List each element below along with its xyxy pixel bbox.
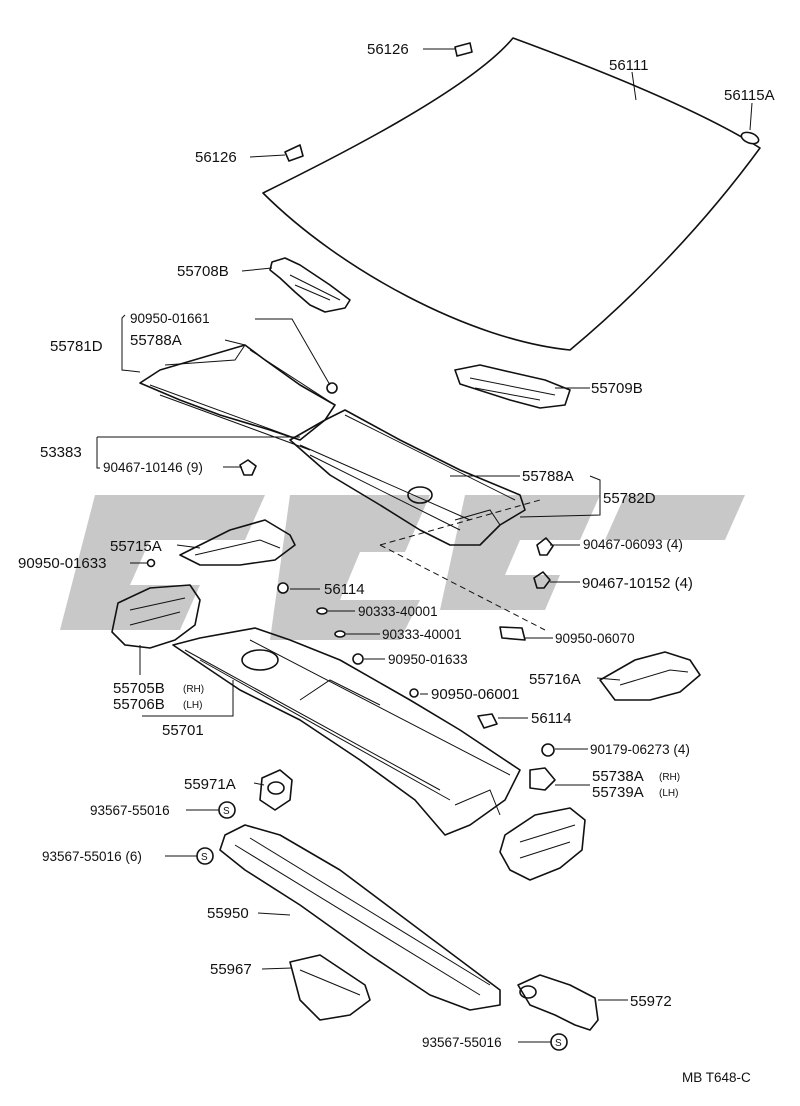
clip-symbol-93567-c: S bbox=[550, 1033, 568, 1051]
screw-90467-06093 bbox=[536, 537, 554, 556]
clip-56114-top bbox=[277, 582, 289, 594]
watermark-logo bbox=[60, 495, 745, 640]
label-55738a: 55738A bbox=[592, 768, 644, 785]
label-90467-06093: 90467-06093 (4) bbox=[583, 537, 683, 552]
clip-90950-01633-left bbox=[146, 558, 156, 568]
label-90467-10146: 90467-10146 (9) bbox=[103, 460, 203, 475]
nut-90179-06273 bbox=[541, 743, 555, 757]
windshield-glass bbox=[262, 37, 761, 351]
label-56114-mid: 56114 bbox=[531, 710, 572, 727]
screw-90467-10146 bbox=[239, 459, 257, 476]
part-labels: 56126 56111 56115A 56126 55708B 90950-01… bbox=[18, 41, 775, 1085]
cowl-side-panel-55705b bbox=[111, 584, 201, 649]
clip-90950-01661 bbox=[326, 382, 338, 394]
clip-symbol-93567-a: S bbox=[218, 801, 236, 819]
clip-56114-mid bbox=[477, 713, 498, 729]
label-55781d: 55781D bbox=[50, 338, 103, 355]
glass-stopper bbox=[740, 131, 760, 145]
label-55782d: 55782D bbox=[603, 490, 656, 507]
label-55967: 55967 bbox=[210, 961, 252, 978]
label-55788a-top: 55788A bbox=[130, 332, 182, 349]
label-55972: 55972 bbox=[630, 993, 672, 1010]
label-90950-06070: 90950-06070 bbox=[555, 631, 635, 646]
duct-55972 bbox=[517, 974, 599, 1031]
label-55706b-side: (LH) bbox=[183, 700, 202, 711]
label-55705b: 55705B bbox=[113, 680, 165, 697]
label-93567-55016-c: 93567-55016 bbox=[422, 1035, 502, 1050]
air-duct-55950 bbox=[219, 824, 501, 1011]
label-93567-55016-b: 93567-55016 (6) bbox=[42, 849, 142, 864]
cowl-louver-rh bbox=[289, 409, 526, 546]
label-55788a-mid: 55788A bbox=[522, 468, 574, 485]
label-55738a-side: (RH) bbox=[659, 772, 680, 783]
label-90950-01661: 90950-01661 bbox=[130, 311, 210, 326]
footer-code: MB T648-C bbox=[682, 1070, 751, 1085]
seal-55708b bbox=[269, 257, 351, 313]
label-55708b: 55708B bbox=[177, 263, 229, 280]
label-53383: 53383 bbox=[40, 444, 82, 461]
label-55709b: 55709B bbox=[591, 380, 643, 397]
cowl-panel-55701 bbox=[172, 627, 521, 836]
glass-spacer-top bbox=[454, 42, 473, 57]
assembly-line bbox=[379, 499, 546, 631]
clip-90950-06001 bbox=[409, 688, 419, 698]
label-55739a: 55739A bbox=[592, 784, 644, 801]
screw-90467-10152 bbox=[533, 571, 551, 589]
label-55706b: 55706B bbox=[113, 696, 165, 713]
plug-90333-40001-a bbox=[316, 607, 328, 615]
plug-90333-40001-b bbox=[334, 630, 346, 638]
svg-text:S: S bbox=[223, 806, 230, 817]
clip-symbol-93567-b: S bbox=[196, 847, 214, 865]
seal-55709b bbox=[454, 364, 571, 409]
label-55716a: 55716A bbox=[529, 671, 581, 688]
label-56111: 56111 bbox=[609, 57, 649, 74]
label-55950: 55950 bbox=[207, 905, 249, 922]
label-56126-mid: 56126 bbox=[195, 149, 237, 166]
label-56114-top: 56114 bbox=[324, 581, 365, 598]
label-56115a: 56115A bbox=[724, 87, 775, 104]
label-90950-06001: 90950-06001 bbox=[431, 686, 519, 703]
label-90467-10152: 90467-10152 (4) bbox=[582, 575, 693, 592]
label-90333-40001-a: 90333-40001 bbox=[358, 604, 438, 619]
cowl-side-extension bbox=[499, 807, 586, 881]
bracket-55716a bbox=[599, 651, 701, 701]
duct-55971a bbox=[259, 769, 293, 811]
svg-text:S: S bbox=[201, 852, 208, 863]
leader-lines bbox=[96, 48, 753, 1043]
label-90950-01633-left: 90950-01633 bbox=[18, 555, 106, 572]
label-55715a: 55715A bbox=[110, 538, 162, 555]
label-55739a-side: (LH) bbox=[659, 788, 678, 799]
glass-spacer-mid bbox=[284, 144, 304, 162]
label-55701: 55701 bbox=[162, 722, 204, 739]
label-90179-06273: 90179-06273 (4) bbox=[590, 742, 690, 757]
label-90950-01633-mid: 90950-01633 bbox=[388, 652, 468, 667]
label-56126-top: 56126 bbox=[367, 41, 409, 58]
clip-90950-01633-mid bbox=[352, 653, 364, 665]
pad-90950-06070 bbox=[499, 626, 526, 641]
bracket-55715a bbox=[179, 519, 296, 566]
cowl-louver-lh bbox=[139, 344, 336, 441]
label-90333-40001-b: 90333-40001 bbox=[382, 627, 462, 642]
bracket-55738a bbox=[529, 767, 556, 791]
label-55971a: 55971A bbox=[184, 776, 236, 793]
label-93567-55016-a: 93567-55016 bbox=[90, 803, 170, 818]
label-55705b-side: (RH) bbox=[183, 684, 204, 695]
svg-text:S: S bbox=[555, 1038, 562, 1049]
duct-55967 bbox=[289, 954, 371, 1021]
